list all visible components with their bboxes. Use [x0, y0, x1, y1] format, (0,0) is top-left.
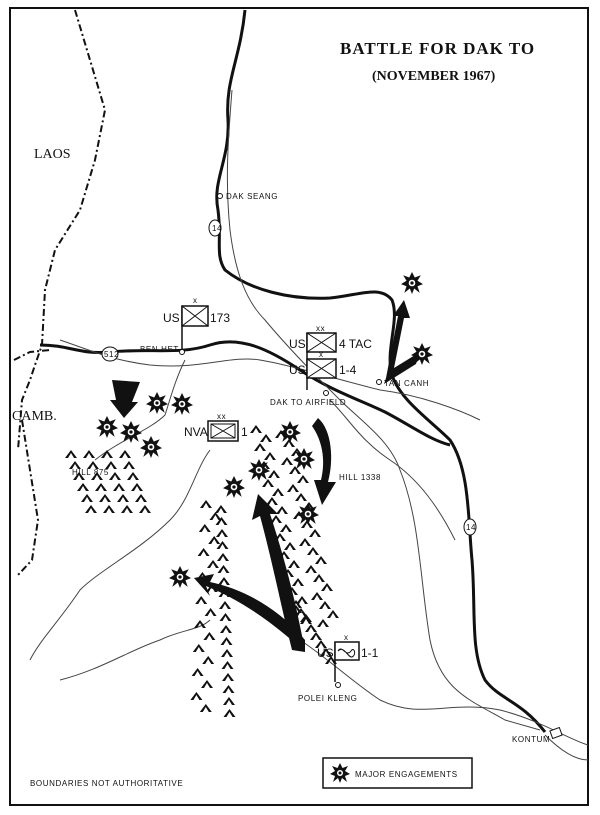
svg-text:14: 14 [466, 523, 476, 532]
legend: MAJOR ENGAGEMENTS [322, 757, 473, 789]
dak-seang-label: DAK SEANG [226, 192, 278, 201]
cambodia-border [13, 349, 51, 576]
unit-us-1-1: x US 1-1 [317, 633, 379, 682]
route-512-marker: 512 [101, 346, 119, 362]
map-title: BATTLE FOR DAK TO [340, 39, 535, 58]
svg-text:NVA: NVA [184, 425, 208, 439]
kontum-label: KONTUM [512, 735, 550, 744]
svg-text:173: 173 [210, 311, 230, 325]
ben-het-label: BEN HET [140, 345, 179, 354]
svg-text:512: 512 [104, 350, 119, 359]
dak-to-airfield-label: DAK TO AIRFIELD [270, 398, 346, 407]
hill-1338-label: HILL 1338 [339, 473, 381, 482]
svg-text:US: US [317, 646, 334, 660]
polei-kleng-label: POLEI KLENG [298, 694, 358, 703]
svg-text:US: US [289, 363, 306, 377]
laos-border [17, 9, 107, 451]
arrow-hill-1338 [312, 418, 336, 505]
hill-875-label: HILL 875 [72, 468, 109, 477]
unit-us-1-4: x US 1-4 [289, 350, 357, 379]
svg-text:1-4: 1-4 [339, 363, 357, 377]
svg-text:x: x [193, 296, 198, 305]
laos-label: LAOS [34, 147, 71, 162]
cambodia-label: CAMB. [12, 409, 57, 424]
unit-us-4tac: xx US 4 TAC [289, 324, 372, 390]
svg-text:1-1: 1-1 [361, 646, 379, 660]
roads [29, 89, 589, 761]
svg-text:US: US [163, 311, 180, 325]
arrow-hill-875 [110, 380, 140, 418]
svg-text:x: x [319, 350, 324, 359]
hill-1338-label-backing [337, 471, 381, 482]
arrow-v-west [194, 574, 305, 652]
arrow-tan-canh [384, 300, 420, 384]
unit-us-173: x US 173 [163, 296, 230, 350]
map-subtitle: (NOVEMBER 1967) [372, 69, 496, 84]
footnote: BOUNDARIES NOT AUTHORITATIVE [30, 779, 183, 788]
svg-text:1: 1 [241, 425, 248, 439]
tan-canh-label: TAN CANH [384, 379, 429, 388]
map-frame [9, 7, 589, 806]
legend-major-engagements: MAJOR ENGAGEMENTS [355, 770, 458, 779]
svg-text:xx: xx [316, 324, 325, 333]
route-14-north-marker: 14 [208, 219, 222, 237]
svg-text:14: 14 [212, 224, 222, 233]
svg-text:x: x [344, 633, 349, 642]
svg-text:US: US [289, 337, 306, 351]
unit-nva-1: xx NVA 1 [184, 412, 248, 442]
route-14-south-marker: 14 [463, 518, 477, 536]
svg-text:xx: xx [217, 412, 226, 421]
svg-text:4 TAC: 4 TAC [339, 337, 372, 351]
